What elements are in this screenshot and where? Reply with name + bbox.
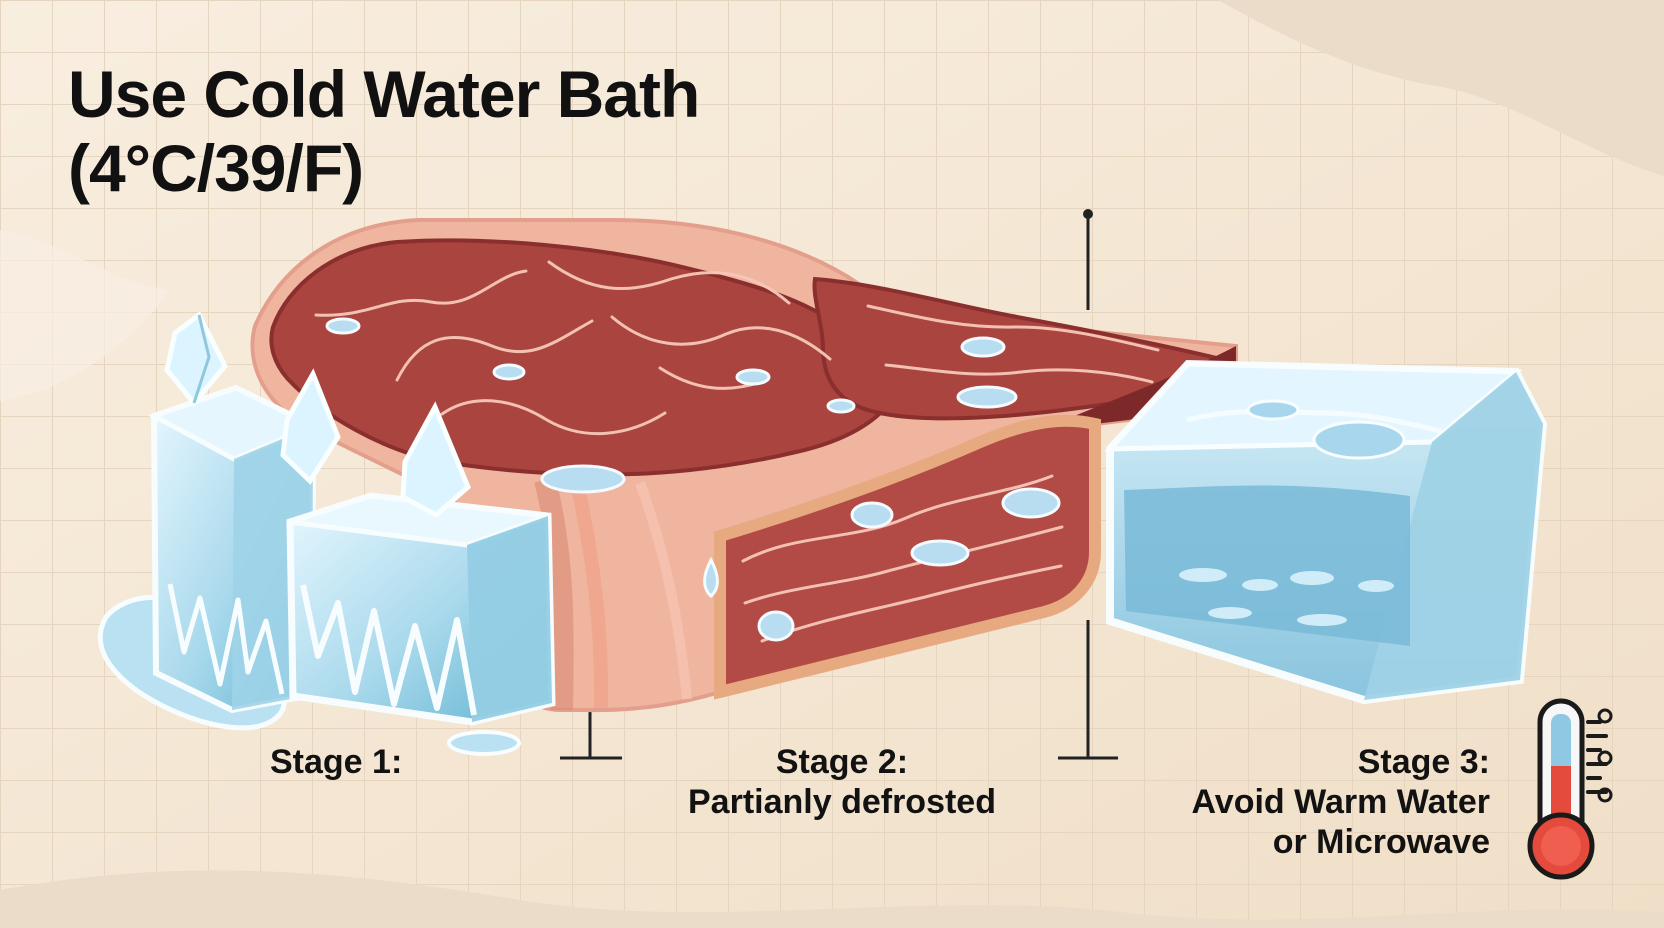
paper-edge-right bbox=[1218, 0, 1664, 176]
water-cube-icon bbox=[1104, 359, 1548, 705]
stage-2-heading: Stage 2: bbox=[775, 743, 909, 781]
stage-2-label: Stage 2: Partianly defrosted bbox=[672, 742, 1012, 822]
paper-edge-bottom bbox=[0, 870, 1664, 928]
thermometer-icon bbox=[1527, 698, 1613, 880]
ice-cube-icon bbox=[97, 311, 556, 756]
stage-3-heading: Stage 3: bbox=[1357, 743, 1490, 781]
stage-3-label: Stage 3: Avoid Warm Water or Microwave bbox=[1152, 742, 1490, 862]
stage-2-caption: Partianly defrosted bbox=[688, 783, 996, 822]
stage-3-caption-line-2: or Microwave bbox=[1272, 823, 1490, 862]
paper-edge-left bbox=[0, 230, 170, 401]
title-line-1: Use Cold Water Bath bbox=[68, 57, 700, 131]
page-title: Use Cold Water Bath (4°C/39/F) bbox=[68, 57, 700, 206]
stage-1-heading: Stage 1: bbox=[270, 743, 403, 781]
stage-1-label: Stage 1: bbox=[270, 742, 402, 782]
stage-3-caption-line-1: Avoid Warm Water bbox=[1191, 783, 1490, 822]
water-droplet-icon bbox=[325, 317, 1061, 642]
guide-dot-stage2 bbox=[1083, 209, 1093, 219]
title-line-2: (4°C/39/F) bbox=[68, 130, 364, 205]
